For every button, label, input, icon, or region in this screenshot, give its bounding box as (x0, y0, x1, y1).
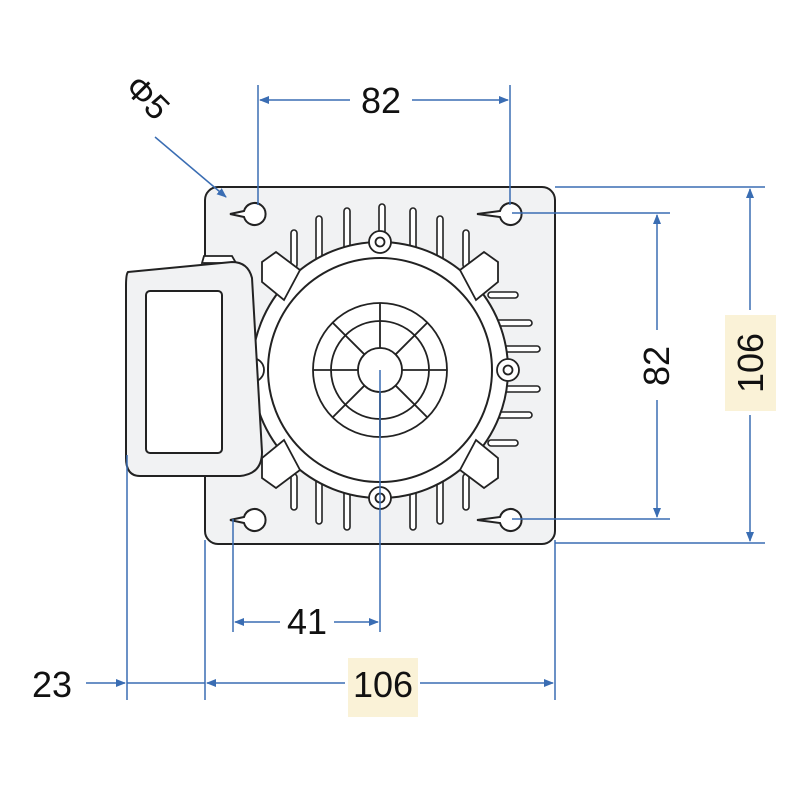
keyhole-bottom-right (476, 508, 523, 532)
hub-rib (331, 384, 366, 419)
bottom-width-label: 106 (353, 664, 413, 705)
terminal-box (125, 255, 264, 477)
keyhole-top-right (476, 202, 523, 226)
corner-lugs (261, 250, 499, 490)
bottom-half-label: 41 (287, 601, 327, 642)
keyhole-bottom-left (229, 508, 267, 532)
left-offset-label: 23 (32, 664, 72, 705)
highlight-boxes (348, 315, 776, 717)
right-outer-height-label: 106 (730, 333, 771, 393)
top-width-label: 82 (361, 80, 401, 121)
hub-rib (394, 321, 429, 356)
dimension-lines (86, 85, 765, 700)
hub-rib (394, 384, 429, 419)
right-inner-height-label: 82 (636, 346, 677, 386)
keyhole-slots (229, 202, 523, 532)
hole-diameter-label: Φ5 (117, 68, 176, 127)
hub-rib (331, 321, 366, 356)
keyhole-top-left (229, 202, 267, 226)
